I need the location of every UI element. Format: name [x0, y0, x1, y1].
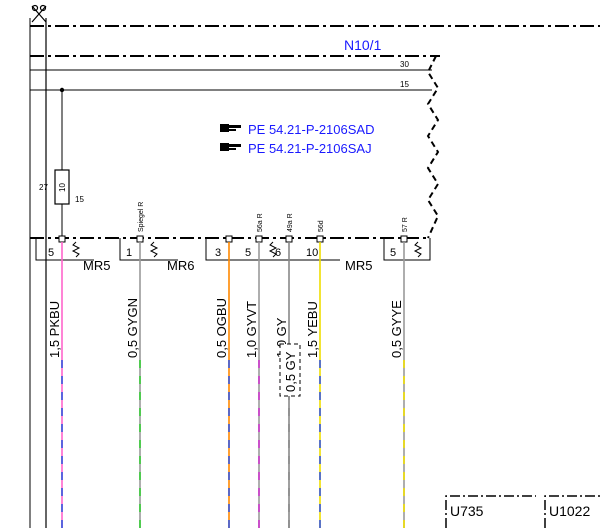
fuse-left-label: 27 — [39, 183, 48, 192]
pin-5[interactable]: 6 49a R — [275, 213, 294, 259]
connector-mr5-2: MR5 — [345, 258, 372, 273]
resistor-symbol — [413, 241, 423, 258]
wire-7[interactable]: 0,5 GYYE — [389, 242, 405, 528]
wire-1[interactable]: 1,5 PKBU — [47, 242, 63, 528]
fuse-right-label: 15 — [75, 195, 84, 204]
pin-terminal — [316, 235, 324, 243]
pin-label: 49a R — [287, 213, 294, 232]
pin-number: 5 — [48, 247, 54, 259]
pin-terminal — [58, 235, 66, 243]
component-u735-label[interactable]: U735 — [450, 503, 484, 519]
reference-2[interactable]: PE 54.21-P-2106SAJ — [220, 141, 372, 156]
component-u1022-label[interactable]: U1022 — [549, 503, 590, 519]
connector-mr6: MR6 — [167, 258, 194, 273]
pin-number: 6 — [275, 247, 281, 259]
pin-7[interactable]: 5 57 R — [390, 217, 423, 259]
wire-3[interactable]: 0,5 OGBU — [214, 242, 230, 528]
pin-2[interactable]: 1 Spiegel R — [126, 202, 159, 259]
component-title: N10/1 — [344, 37, 382, 53]
hand-pointer-icon — [220, 124, 241, 132]
pin-label: Spiegel R — [138, 202, 145, 232]
pin-number: 5 — [245, 247, 251, 259]
reference-2-text[interactable]: PE 54.21-P-2106SAJ — [248, 141, 372, 156]
bus-15-label: 15 — [400, 80, 409, 89]
resistor-symbol — [71, 241, 81, 258]
wire-label: 0,5 GYYE — [389, 300, 404, 358]
pin-terminal — [225, 235, 233, 243]
pin-terminal — [136, 235, 144, 243]
component-u1022[interactable]: U1022 — [544, 495, 603, 528]
wire-4[interactable]: 1,0 GYVT — [244, 242, 260, 528]
pin-number: 5 — [390, 247, 396, 259]
pin-1[interactable]: 5 — [48, 235, 81, 259]
reference-1-text[interactable]: PE 54.21-P-2106SAD — [248, 122, 374, 137]
component-u735[interactable]: U735 — [445, 495, 536, 528]
branch-label: 0,5 GY — [283, 351, 298, 392]
wire-label: 1,5 PKBU — [47, 301, 62, 358]
pin-4[interactable]: 5 56a R — [245, 213, 278, 259]
pin-terminal — [285, 235, 293, 243]
pin-terminal — [400, 235, 408, 243]
scissors-icon — [31, 4, 47, 23]
resistor-symbol — [149, 241, 159, 258]
pin-6[interactable]: 10 56d — [306, 220, 325, 259]
pin-label: 56a R — [257, 213, 264, 232]
pin-number: 10 — [306, 247, 318, 259]
wire-2[interactable]: 0,5 GYGN — [125, 242, 141, 528]
reference-1[interactable]: PE 54.21-P-2106SAD — [220, 122, 374, 137]
wire-label: 0,5 GYGN — [125, 298, 140, 358]
fuse-number: 10 — [58, 183, 67, 192]
connector-brackets — [35, 238, 431, 261]
wire-label: 1,0 GYVT — [244, 301, 259, 358]
hand-pointer-icon — [220, 143, 241, 151]
pin-number: 3 — [215, 247, 221, 259]
branch-box — [279, 343, 301, 397]
box-right-edge — [426, 55, 440, 239]
pin-label: 57 R — [402, 217, 409, 232]
resistor-symbol — [268, 241, 278, 258]
pin-label: 56d — [318, 220, 325, 232]
wire-6[interactable]: 1,5 YEBU — [305, 242, 321, 528]
connector-mr5-1: MR5 — [83, 258, 110, 273]
pin-terminal — [255, 235, 263, 243]
wire-label: 1,5 YEBU — [305, 301, 320, 358]
wire-label: 0,5 OGBU — [214, 298, 229, 358]
pin-number: 1 — [126, 247, 132, 259]
bus-30-label: 30 — [400, 60, 409, 69]
